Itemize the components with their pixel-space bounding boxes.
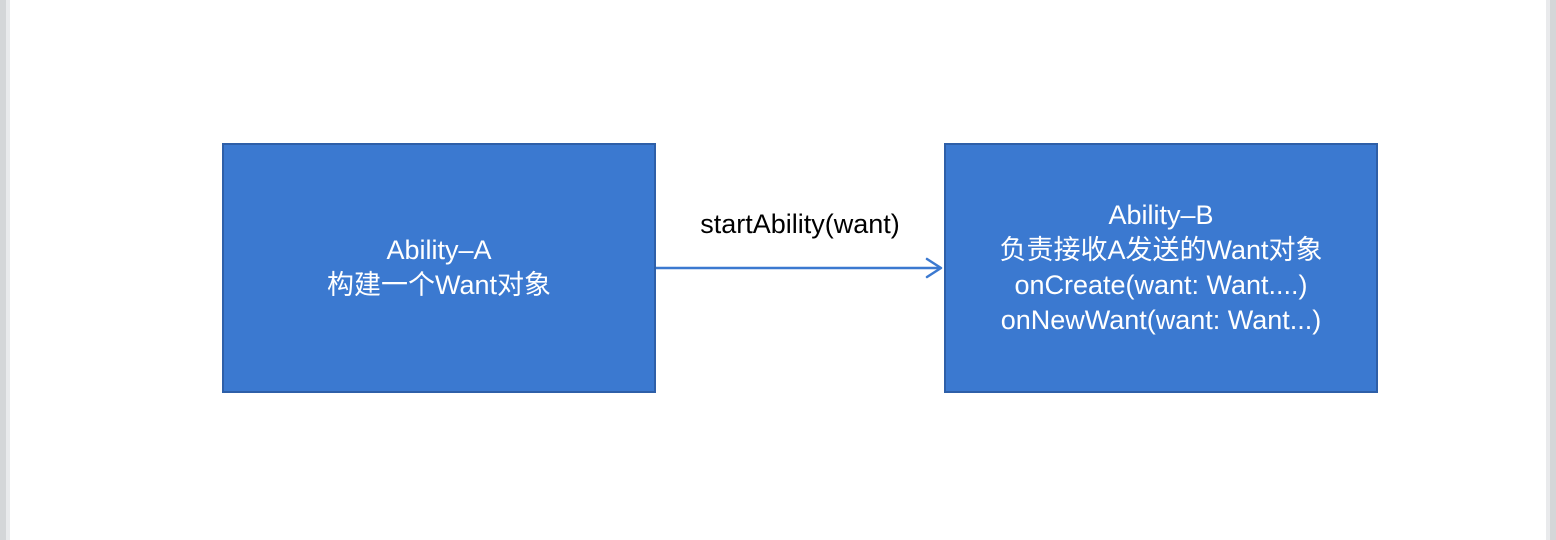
node-ability-b-line-1: Ability–B: [1108, 200, 1214, 230]
node-ability-a-line-2: 构建一个Want对象: [326, 270, 551, 300]
page-gutter-left: [0, 0, 10, 540]
node-ability-b-text: Ability–B 负责接收A发送的Want对象 onCreate(want: …: [946, 198, 1376, 338]
node-ability-a[interactable]: Ability–A 构建一个Want对象: [222, 143, 656, 393]
edge-label-start-ability: startAbility(want): [660, 207, 940, 241]
node-ability-b-line-2: 负责接收A发送的Want对象: [999, 235, 1323, 265]
node-ability-b-line-4: onNewWant(want: Want...): [1000, 305, 1322, 335]
node-ability-a-line-1: Ability–A: [386, 235, 492, 265]
arrowhead-icon: [925, 257, 943, 279]
node-ability-b[interactable]: Ability–B 负责接收A发送的Want对象 onCreate(want: …: [944, 143, 1378, 393]
node-ability-a-text: Ability–A 构建一个Want对象: [224, 233, 654, 303]
edge-label-text: startAbility(want): [700, 209, 900, 239]
page-gutter-right: [1546, 0, 1556, 540]
page-gutter-right-inner: [1546, 0, 1550, 540]
page-gutter-left-inner: [6, 0, 10, 540]
edge-a-to-b[interactable]: [656, 257, 943, 279]
node-ability-b-line-3: onCreate(want: Want....): [1014, 270, 1308, 300]
